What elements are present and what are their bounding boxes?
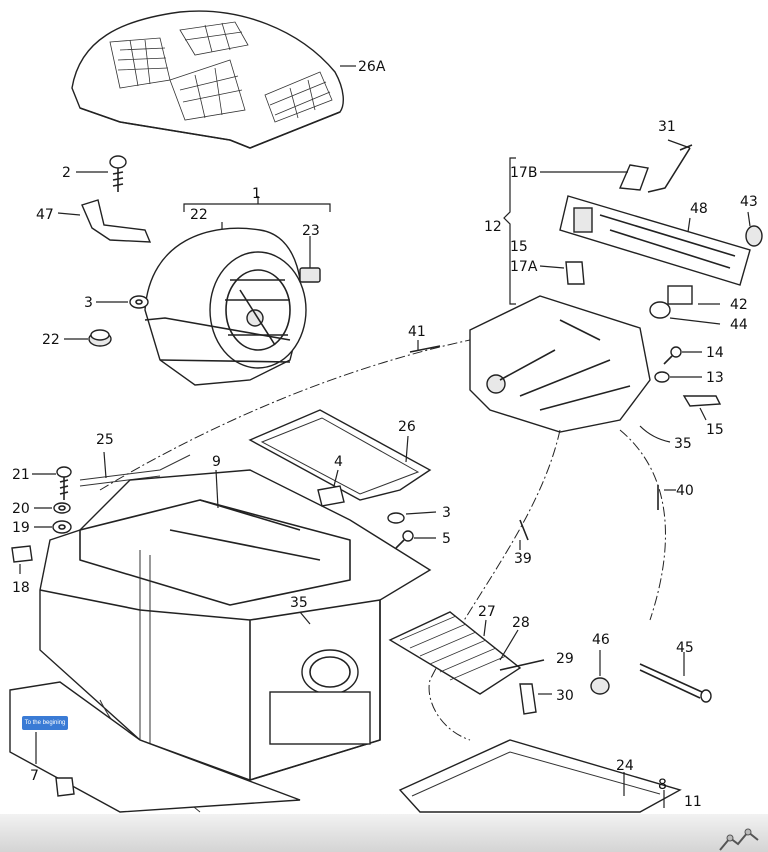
part-30-flap-lever [519,683,537,715]
callout-5: 5 [442,531,451,547]
callout-30: 30 [556,688,574,704]
callout-18: 18 [12,580,30,596]
part-3-washer [129,295,149,309]
part-15-clip [682,395,722,407]
part-45-cable-tie [639,663,712,703]
callout-14: 14 [706,345,724,361]
callout-23: 23 [302,223,320,239]
callout-35-left: 35 [290,595,308,611]
part-26a-cover [71,10,344,149]
callout-22-blower: 22 [190,207,208,223]
part-46-grommet [590,677,610,695]
callout-40: 40 [676,483,694,499]
part-25-seal [79,454,191,487]
parts-thumbnail-icon[interactable] [710,816,768,852]
callout-42: 42 [730,297,748,313]
callout-28: 28 [512,615,530,631]
part-23-resistor [299,267,321,283]
part-1-blower-assembly [144,227,307,386]
part-14-screw [663,346,682,365]
part-7-base-plate [9,681,301,813]
callout-22-grommet: 22 [42,332,60,348]
callout-3-right: 3 [442,505,451,521]
callout-13: 13 [706,370,724,386]
part-3-washer-right [387,512,405,524]
part-31-lever [647,144,693,193]
part-18-clip [11,545,33,563]
part-47-bracket [81,199,152,243]
callout-26: 26 [398,419,416,435]
callout-24: 24 [616,758,634,774]
callout-39: 39 [514,551,532,567]
callout-15-right: 15 [706,422,724,438]
part-24-seal-frame [398,739,682,813]
callout-20: 20 [12,501,30,517]
part-41-cable [99,339,471,491]
part-27-heater-core [388,611,522,695]
callout-9: 9 [212,454,221,470]
callout-19: 19 [12,520,30,536]
callout-21: 21 [12,467,30,483]
part-5-screw [395,530,414,549]
callout-48: 48 [690,201,708,217]
part-2-screw [109,155,127,192]
callout-17b: 17B [510,165,537,181]
part-clip-lower [55,777,75,797]
part-20-washer [53,502,71,514]
part-17b-clip [618,164,649,191]
part-22-grommet [88,329,112,347]
part-15-housing-cover [469,295,651,433]
callout-25: 25 [96,432,114,448]
part-4-clip [317,485,345,507]
callout-31: 31 [658,119,676,135]
callout-43: 43 [740,194,758,210]
callout-41: 41 [408,324,426,340]
callout-45: 45 [676,640,694,656]
part-17a-clip [565,261,585,285]
part-9-heater-housing [39,469,432,813]
to-the-beginning-link[interactable]: To the begining [22,716,68,730]
callout-46: 46 [592,632,610,648]
part-13-washer [654,371,670,383]
callout-3-left: 3 [84,295,93,311]
callout-12: 12 [484,219,502,235]
part-48-control-panel [559,195,751,286]
callout-2: 2 [62,165,71,181]
callout-26a: 26A [358,59,386,75]
part-44-bulb [649,301,671,319]
callout-7: 7 [30,768,39,784]
part-43-knob [745,225,763,247]
callout-15-top: 15 [510,239,528,255]
callout-44: 44 [730,317,748,333]
callout-11: 11 [684,794,702,810]
callout-27: 27 [478,604,496,620]
callout-47: 47 [36,207,54,223]
part-19-washer [52,520,72,534]
part-21-screw [56,466,72,500]
callout-1: 1 [252,186,261,202]
part-42-switch [667,285,693,305]
callout-4: 4 [334,454,343,470]
callout-29: 29 [556,651,574,667]
bottom-toolbar-strip [0,814,768,852]
callout-35-right: 35 [674,436,692,452]
callout-8: 8 [658,777,667,793]
part-40-cable [619,429,666,621]
part-29-seal [499,659,545,671]
callout-17a: 17A [510,259,538,275]
